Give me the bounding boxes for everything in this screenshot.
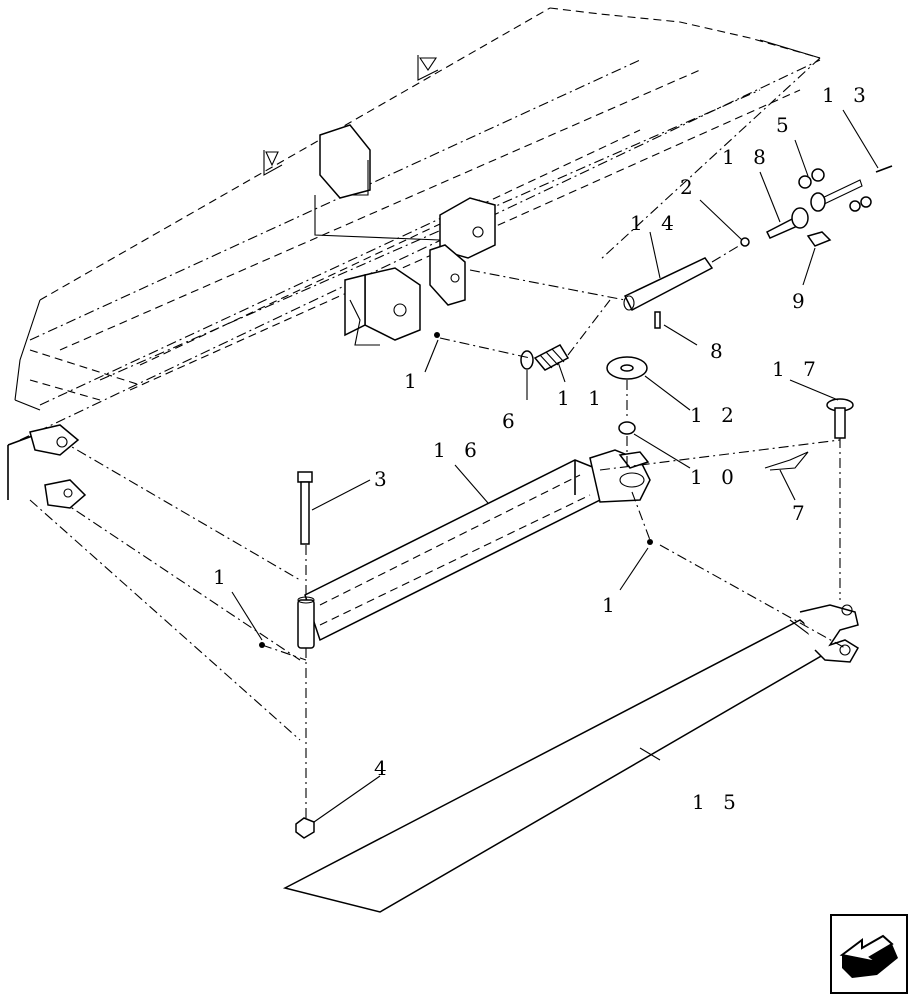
callout-12: 1 2 [690, 403, 740, 427]
hardware-parts [259, 165, 893, 839]
back-arrow-icon[interactable] [830, 914, 908, 994]
callout-1: 1 [602, 593, 621, 617]
callout-18: 1 8 [722, 145, 772, 169]
callout-8: 8 [710, 339, 729, 363]
callout-7: 7 [792, 501, 811, 525]
arm-tube-16 [297, 449, 651, 649]
callout-4: 4 [374, 756, 393, 780]
cylinder-15 [282, 604, 860, 913]
callout-10: 1 0 [690, 465, 740, 489]
callout-14: 1 4 [630, 211, 680, 235]
callout-11: 1 1 [557, 386, 607, 410]
callout-9: 9 [792, 289, 811, 313]
callout-2: 2 [680, 175, 699, 199]
callout-16: 1 6 [433, 438, 483, 462]
callout-labels: 1 1 1 2 3 4 5 6 7 8 9 1 0 1 1 1 2 1 3 1 … [213, 83, 872, 814]
leader-lines [231, 109, 879, 823]
callout-1: 1 [213, 565, 232, 589]
callout-6: 6 [502, 409, 521, 433]
callout-17: 1 7 [772, 357, 822, 381]
callout-3: 3 [374, 467, 393, 491]
callout-1: 1 [404, 369, 423, 393]
callout-5: 5 [776, 113, 795, 137]
callout-13: 1 3 [822, 83, 872, 107]
center-lines [261, 243, 846, 818]
callout-15: 1 5 [692, 790, 742, 814]
frame-assembly [7, 7, 821, 741]
